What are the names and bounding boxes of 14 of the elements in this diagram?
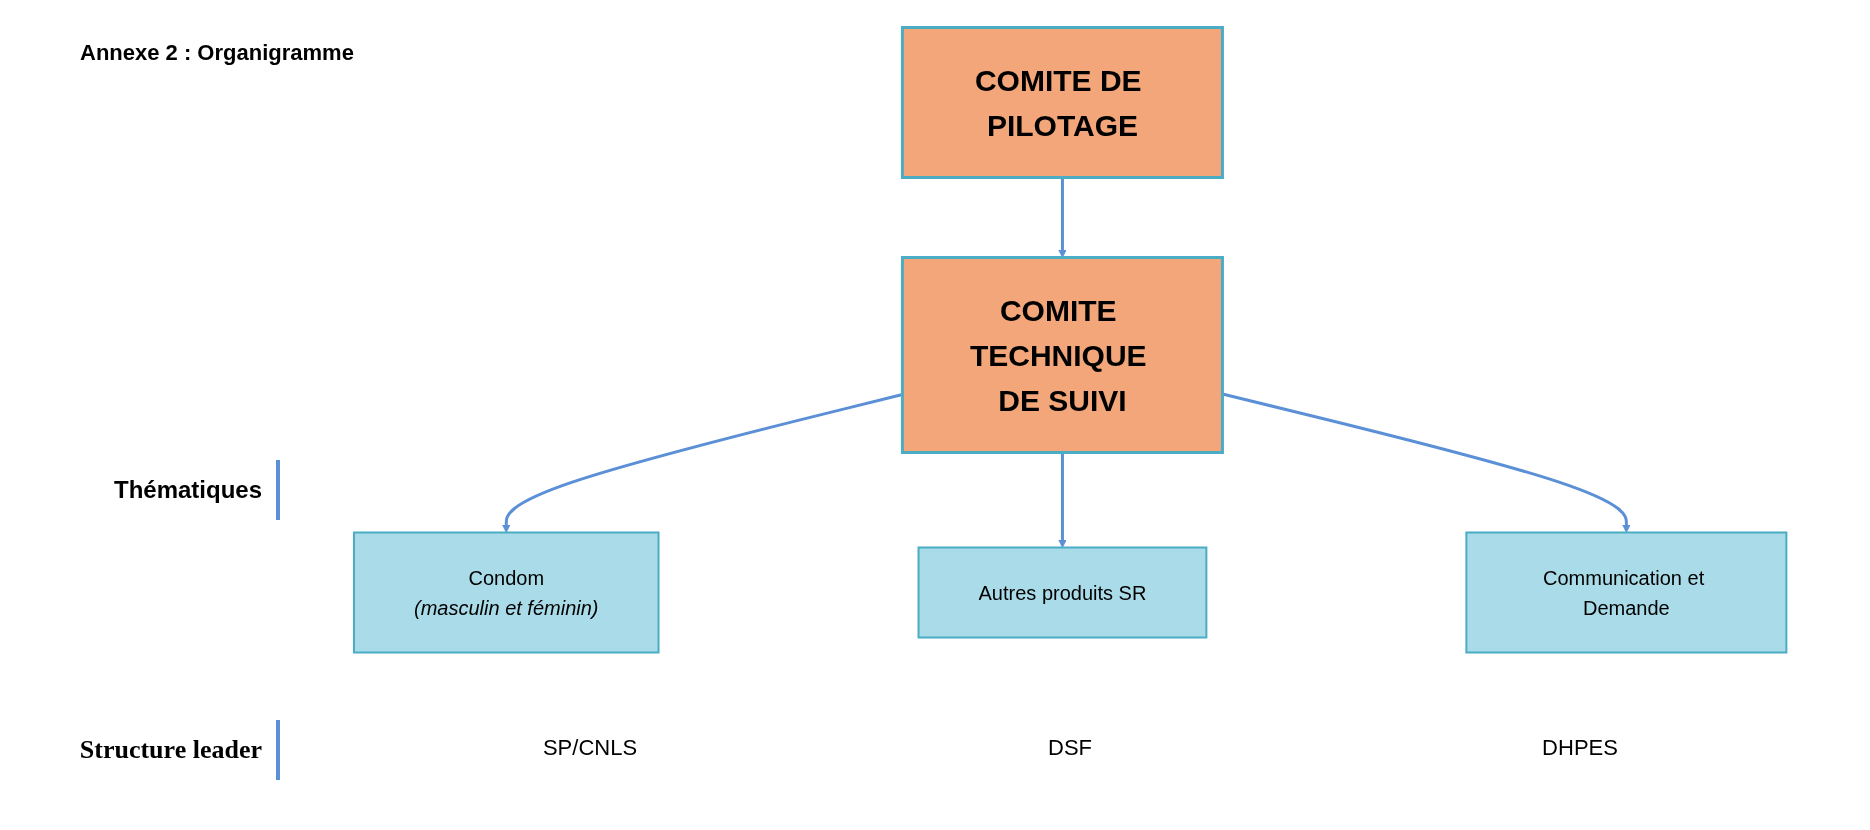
- arrow: [1057, 177, 1067, 258]
- row-heading: Structure leader: [79, 720, 280, 780]
- arrow: [1057, 452, 1067, 548]
- node-box: COMITE TECHNIQUE DE SUIVI: [900, 256, 1224, 454]
- arrow: [501, 393, 903, 533]
- node-box: COMITE DE PILOTAGE: [900, 26, 1224, 179]
- node-box: Condom (masculin et féminin): [352, 531, 660, 654]
- leader-name: DHPES: [1542, 735, 1618, 761]
- leader-name: SP/CNLS: [542, 735, 638, 761]
- node-box: Communication et Demande: [1465, 531, 1788, 654]
- diagram-title: Annexe 2 : Organigramme: [80, 40, 354, 66]
- row-heading: Thématiques: [113, 460, 280, 520]
- leader-name: DSF: [1048, 735, 1092, 761]
- node-box: Autres produits SR: [917, 546, 1208, 639]
